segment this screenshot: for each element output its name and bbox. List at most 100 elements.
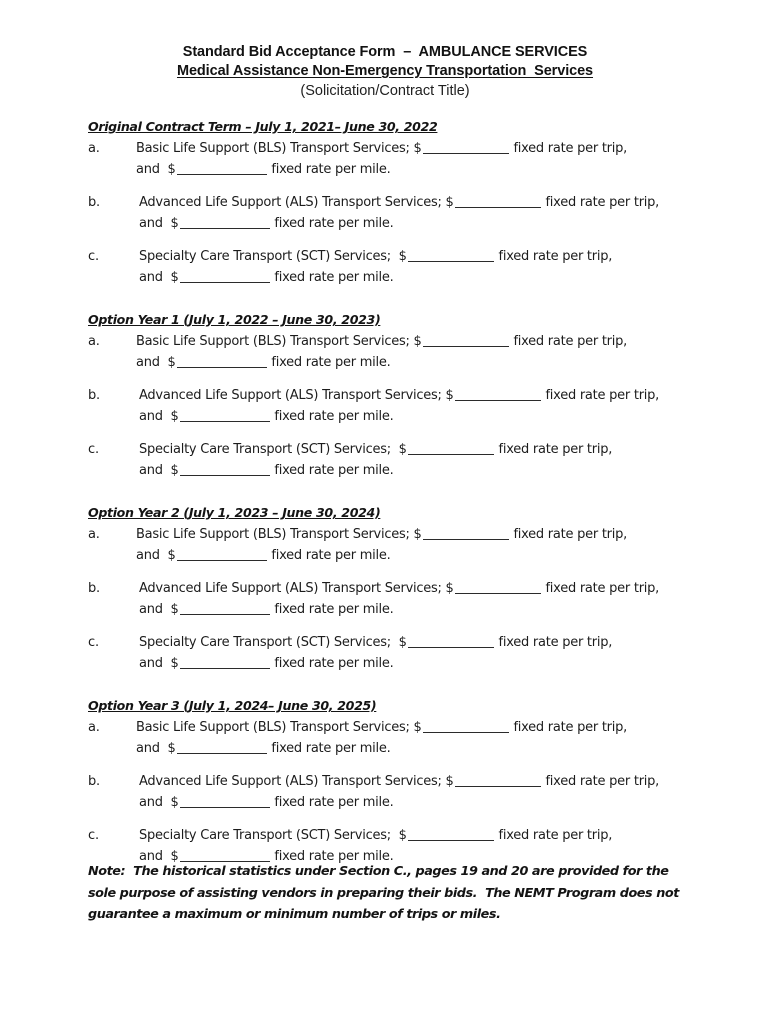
rate-item-label: a. <box>88 720 100 735</box>
rate-item-line2: and $ fixed rate per mile. <box>139 463 394 478</box>
rate-item-body: Advanced Life Support (ALS) Transport Se… <box>139 386 688 427</box>
section-heading: Option Year 3 (July 1, 2024– June 30, 20… <box>88 698 377 713</box>
rate-item-line2: and $ fixed rate per mile. <box>139 270 394 285</box>
rate-item-line2-suffix: fixed rate per mile. <box>270 794 394 810</box>
rate-item: a. Basic Life Support (BLS) Transport Ser… <box>88 139 688 180</box>
rate-item-label: a. <box>88 141 100 156</box>
rate-item-line1-prefix: Advanced Life Support (ALS) Transport Se… <box>139 774 454 789</box>
per-mile-rate-blank[interactable] <box>176 559 267 561</box>
rate-item: c. Specialty Care Transport (SCT) Service… <box>88 247 688 288</box>
rate-item-line2-suffix: fixed rate per mile. <box>267 354 391 370</box>
form-body: Original Contract Term – July 1, 2021– J… <box>88 116 688 888</box>
per-mile-rate-blank[interactable] <box>179 860 270 862</box>
per-trip-rate-blank[interactable] <box>407 454 494 455</box>
page-title-caption: (Solicitation/Contract Title) <box>300 83 470 99</box>
rate-item-line2-prefix: and $ <box>139 215 179 231</box>
rate-item-line2: and $ fixed rate per mile. <box>136 548 391 563</box>
rate-item: a. Basic Life Support (BLS) Transport Ser… <box>88 718 688 759</box>
rate-item-line1-suffix: fixed rate per trip, <box>494 828 613 843</box>
rate-item-label: b. <box>88 388 100 403</box>
rate-item-line1-suffix: fixed rate per trip, <box>509 720 628 735</box>
per-mile-rate-blank[interactable] <box>179 613 270 615</box>
rate-item-body: Basic Life Support (BLS) Transport Servi… <box>136 525 688 566</box>
rate-item-line1-suffix: fixed rate per trip, <box>541 774 660 789</box>
rate-item-line2: and $ fixed rate per mile. <box>139 849 394 864</box>
rate-item-line1-suffix: fixed rate per trip, <box>509 527 628 542</box>
rate-item-line2: and $ fixed rate per mile. <box>139 602 394 617</box>
rate-item-line2: and $ fixed rate per mile. <box>139 216 394 231</box>
rate-item-line1-suffix: fixed rate per trip, <box>494 249 613 264</box>
per-mile-rate-blank[interactable] <box>179 667 270 669</box>
per-trip-rate-blank[interactable] <box>454 400 541 401</box>
rate-item-line1-prefix: Specialty Care Transport (SCT) Services;… <box>139 635 407 650</box>
rate-item-line2: and $ fixed rate per mile. <box>139 409 394 424</box>
rate-item: a. Basic Life Support (BLS) Transport Ser… <box>88 332 688 373</box>
rate-item-line2-suffix: fixed rate per mile. <box>270 269 394 285</box>
rate-item-line2-prefix: and $ <box>139 655 179 671</box>
rate-item-line1-suffix: fixed rate per trip, <box>494 442 613 457</box>
rate-item-line1-prefix: Advanced Life Support (ALS) Transport Se… <box>139 581 454 596</box>
rate-item-body: Basic Life Support (BLS) Transport Servi… <box>136 139 688 180</box>
rate-item-line2-suffix: fixed rate per mile. <box>270 215 394 231</box>
rate-item-label: c. <box>88 249 99 264</box>
rate-item-label: c. <box>88 828 99 843</box>
per-mile-rate-blank[interactable] <box>176 173 267 175</box>
per-trip-rate-blank[interactable] <box>422 153 509 154</box>
rate-item: b.Advanced Life Support (ALS) Transport … <box>88 772 688 813</box>
rate-item-line2-prefix: and $ <box>136 354 176 370</box>
per-mile-rate-blank[interactable] <box>179 474 270 476</box>
per-trip-rate-blank[interactable] <box>407 840 494 841</box>
per-trip-rate-blank[interactable] <box>407 261 494 262</box>
rate-item-body: Specialty Care Transport (SCT) Services;… <box>139 440 688 481</box>
rate-item-line2-suffix: fixed rate per mile. <box>270 655 394 671</box>
per-mile-rate-blank[interactable] <box>176 366 267 368</box>
rate-item-line1-suffix: fixed rate per trip, <box>541 195 660 210</box>
rate-item-line2-prefix: and $ <box>139 601 179 617</box>
section-spacer <box>88 288 688 309</box>
section-heading: Option Year 2 (July 1, 2023 – June 30, 2… <box>88 505 381 520</box>
rate-item-body: Basic Life Support (BLS) Transport Servi… <box>136 332 688 373</box>
rate-item-label: c. <box>88 442 99 457</box>
rate-item-body: Advanced Life Support (ALS) Transport Se… <box>139 193 688 234</box>
rate-item-line2-prefix: and $ <box>136 547 176 563</box>
per-trip-rate-blank[interactable] <box>454 786 541 787</box>
per-trip-rate-blank[interactable] <box>422 346 509 347</box>
rate-item-line1-prefix: Basic Life Support (BLS) Transport Servi… <box>136 527 422 542</box>
rate-item-line1-suffix: fixed rate per trip, <box>509 334 628 349</box>
per-trip-rate-blank[interactable] <box>454 593 541 594</box>
rate-item-line2: and $ fixed rate per mile. <box>139 656 394 671</box>
rate-item-line2-suffix: fixed rate per mile. <box>267 161 391 177</box>
rate-item-body: Specialty Care Transport (SCT) Services;… <box>139 247 688 288</box>
rate-item-body: Specialty Care Transport (SCT) Services;… <box>139 826 688 867</box>
rate-item-line2-prefix: and $ <box>136 161 176 177</box>
rate-item-line2-suffix: fixed rate per mile. <box>270 462 394 478</box>
rate-item-line1-suffix: fixed rate per trip, <box>541 581 660 596</box>
rate-item-label: a. <box>88 527 100 542</box>
per-trip-rate-blank[interactable] <box>407 647 494 648</box>
rate-item: b.Advanced Life Support (ALS) Transport … <box>88 579 688 620</box>
rate-item-line2-suffix: fixed rate per mile. <box>267 740 391 756</box>
rate-item-label: a. <box>88 334 100 349</box>
contract-term-section: Original Contract Term – July 1, 2021– J… <box>88 116 688 288</box>
per-mile-rate-blank[interactable] <box>179 281 270 283</box>
rate-item-line1-suffix: fixed rate per trip, <box>541 388 660 403</box>
rate-item-body: Basic Life Support (BLS) Transport Servi… <box>136 718 688 759</box>
rate-item-line1-prefix: Basic Life Support (BLS) Transport Servi… <box>136 720 422 735</box>
section-spacer <box>88 481 688 502</box>
per-mile-rate-blank[interactable] <box>179 806 270 808</box>
page-title: Standard Bid Acceptance Form – AMBULANCE… <box>182 44 588 60</box>
rate-item-line2-prefix: and $ <box>139 848 179 864</box>
rate-item-label: c. <box>88 635 99 650</box>
rate-item-line1-prefix: Advanced Life Support (ALS) Transport Se… <box>139 195 454 210</box>
per-mile-rate-blank[interactable] <box>179 227 270 229</box>
section-heading: Original Contract Term – July 1, 2021– J… <box>88 119 438 134</box>
per-mile-rate-blank[interactable] <box>176 752 267 754</box>
per-trip-rate-blank[interactable] <box>422 539 509 540</box>
rate-item-line2-suffix: fixed rate per mile. <box>267 547 391 563</box>
per-trip-rate-blank[interactable] <box>422 732 509 733</box>
rate-item-label: b. <box>88 195 100 210</box>
per-mile-rate-blank[interactable] <box>179 420 270 422</box>
rate-item: a. Basic Life Support (BLS) Transport Ser… <box>88 525 688 566</box>
per-trip-rate-blank[interactable] <box>454 207 541 208</box>
